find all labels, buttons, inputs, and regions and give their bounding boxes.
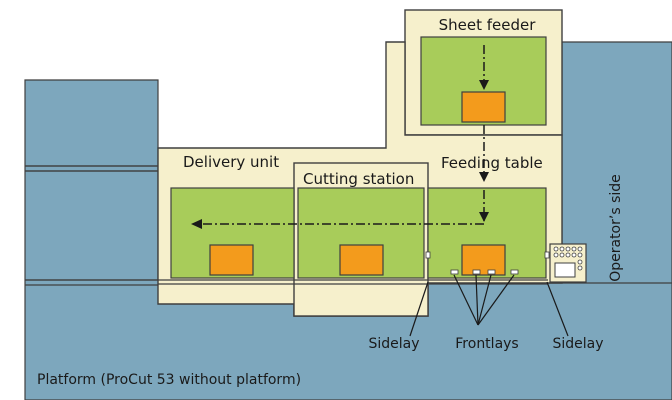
arrow-left-delivery (191, 219, 202, 229)
feeding-table-area (427, 187, 547, 279)
delivery-unit-stack (209, 244, 254, 276)
delivery-unit-label: Delivery unit (183, 153, 279, 171)
platform-label: Platform (ProCut 53 without platform) (37, 372, 301, 388)
sidelay-right-label: Sidelay (552, 336, 603, 352)
feeding-table-stack (461, 244, 506, 276)
sheet-feeder-stack (461, 91, 506, 123)
arrow-down-corner (479, 212, 489, 222)
sidelay-left-marker (425, 251, 431, 259)
frontlays-label: Frontlays (455, 336, 518, 352)
sheet-path (200, 45, 485, 225)
operators-side-label: Operator’s side (608, 174, 624, 282)
arrow-down-feeder (479, 80, 489, 90)
sidelay-right-marker (544, 251, 550, 259)
callout-sidelay-left (409, 281, 429, 337)
control-panel-keys (553, 246, 583, 271)
control-panel-screen (554, 262, 576, 278)
feeding-table-label: Feeding table (441, 154, 543, 172)
callout-frontlay-2 (475, 274, 479, 326)
callout-sidelay-right (546, 281, 569, 337)
sheet-path-arrows (191, 80, 489, 229)
callout-frontlay-4 (477, 274, 515, 326)
cutting-station-stack (339, 244, 384, 276)
frontlay-markers (450, 269, 519, 275)
callout-frontlay-3 (477, 274, 492, 326)
sheet-feeder-label: Sheet feeder (439, 16, 537, 34)
cutting-station-label: Cutting station (303, 170, 414, 188)
arrow-down-table (479, 172, 489, 182)
callout-lines (409, 274, 569, 337)
callout-frontlay-1 (453, 274, 479, 326)
sidelay-left-label: Sidelay (368, 336, 419, 352)
